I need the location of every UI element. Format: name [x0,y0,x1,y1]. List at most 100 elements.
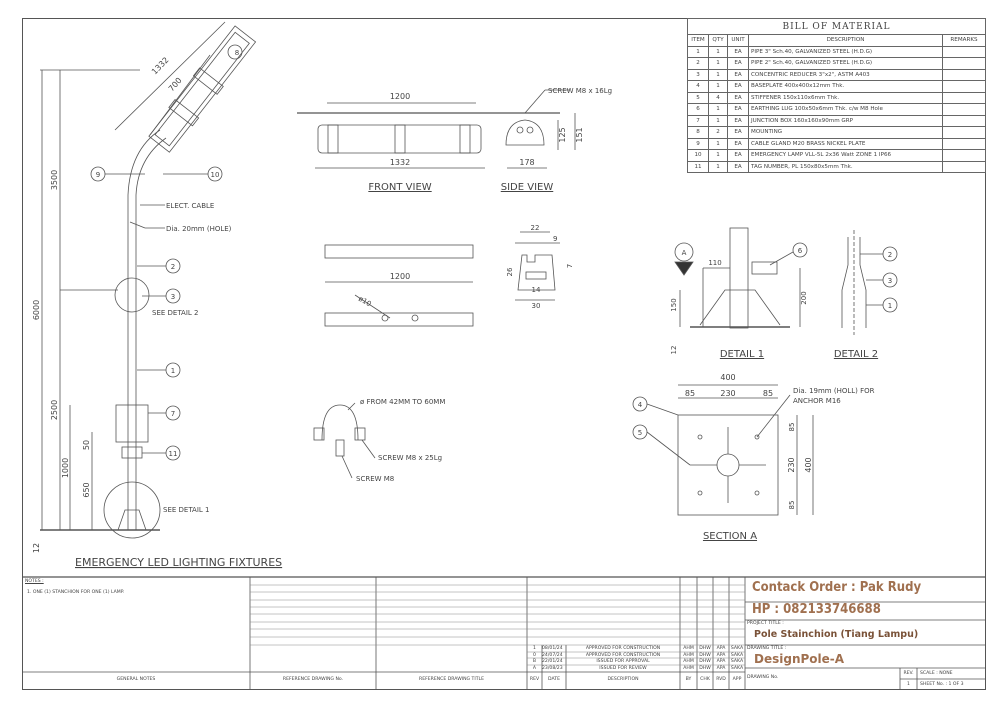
callout-9: 9 [96,171,100,179]
dim-1200-front: 1200 [390,92,410,101]
dim-125: 125 [558,127,567,142]
bom-qty: 1 [708,68,728,81]
see-detail-1: SEE DETAIL 1 [163,506,210,514]
dim-7: 7 [566,264,574,268]
bom-description: STIFFENER 150x110x6mm Thk. [748,91,943,104]
dim-150: 150 [670,298,678,311]
dim-26: 26 [506,267,514,276]
rev-desc: ISSUED FOR REVIEW [599,665,647,671]
rev-rvd: APA [716,659,726,665]
detail-1-title: DETAIL 1 [720,349,764,360]
rev-app: SAKA [730,665,744,671]
see-detail-2: SEE DETAIL 2 [152,309,199,317]
scale: SCALE : NONE [920,671,953,676]
side-view-title: SIDE VIEW [501,182,554,193]
section-marker-a: A [682,249,687,257]
detail-2-title: DETAIL 2 [834,349,878,360]
rev-rvd: APA [716,652,726,658]
project-title: Pole Stainchion (Tiang Lampu) [754,629,919,640]
bill-of-material-table: BILL OF MATERIAL ITEM QTY UNIT DESCRIPTI… [687,18,986,173]
by-header: BY [685,677,692,682]
rev-date: 08/01/24 [542,646,563,651]
bom-unit: EA [727,160,749,173]
cable-label: ELECT. CABLE [166,202,214,210]
bom-unit: EA [727,126,749,139]
dim-1332-front: 1332 [390,158,410,167]
bom-description: PIPE 2" Sch.40, GALVANIZED STEEL (H.D.G) [748,57,943,70]
dim-200: 200 [800,291,808,304]
notes-label: NOTES : [25,579,44,584]
clamp-range: ø FROM 42MM TO 60MM [360,398,445,406]
bom-description: EMERGENCY LAMP VLL-5L 2x36 Watt ZONE 1 I… [748,149,943,162]
contact-order: Contack Order : Pak Rudy [752,580,922,595]
main-title: EMERGENCY LED LIGHTING FIXTURES [75,556,282,569]
rail-hole-dim: ø10 [357,295,372,309]
rev-by: AHM [683,652,694,658]
bom-description: MOUNTING [748,126,943,139]
date-header: DATE [548,677,560,682]
drawing-title-label: DRAWING TITLE : [747,646,787,651]
bom-item: 5 [687,91,709,104]
bom-item: 7 [687,114,709,127]
clamp-screw-2: SCREW M8 [356,475,394,483]
bom-description: PIPE 3" Sch.40, GALVANIZED STEEL (H.D.G) [748,45,943,58]
dim-2500: 2500 [50,400,59,420]
bom-unit: EA [727,114,749,127]
rev-label: REV. [903,671,914,676]
bom-unit: EA [727,80,749,93]
bom-remarks [942,91,986,104]
bom-remarks [942,160,986,173]
dim-230-side: 230 [787,457,796,472]
dim-1000: 1000 [61,458,70,478]
bom-unit: EA [727,45,749,58]
rev-code: 1 [533,646,536,651]
dim-85-right: 85 [763,389,773,398]
rev-app: SAKA [730,659,744,665]
bom-remarks [942,126,986,139]
rev-app: SAKA [730,652,744,658]
rev-chk: DHW [699,665,711,671]
bom-remarks [942,137,986,150]
detail2-callout-1: 1 [888,302,892,310]
bom-title: BILL OF MATERIAL [687,18,986,35]
rev-desc: APPROVED FOR CONSTRUCTION [585,646,661,651]
anchor-note-1: Dia. 19mm (HOLL) FOR [793,387,875,395]
rev-by: AHM [683,665,694,671]
bom-description: CABLE GLAND M20 BRASS NICKEL PLATE [748,137,943,150]
callout-4: 4 [638,401,643,409]
dim-85-left: 85 [685,389,695,398]
section-a-title: SECTION A [703,531,757,542]
bom-description: JUNCTION BOX 160x160x90mm GRP [748,114,943,127]
bom-unit: EA [727,68,749,81]
side-view-screw: SCREW M8 x 16Lg [548,87,612,95]
rev-code: B [532,659,537,665]
bom-remarks [942,114,986,127]
contact-phone: HP : 082133746688 [752,602,881,617]
app-header: APP [732,677,742,682]
dim-22: 22 [531,224,540,232]
bom-item: 10 [687,149,709,162]
bom-header-row: ITEM QTY UNIT DESCRIPTION REMARKS [687,34,986,47]
bom-qty: 1 [708,114,728,127]
rev-header: REV [529,677,540,682]
sheet-number: SHEET No. : 1 OF 3 [920,682,964,687]
bom-description: EARTHING LUG 100x50x6mm Thk. c/w M8 Hole [748,103,943,116]
bom-header-item: ITEM [687,34,709,47]
drawing-no-label: DRAWING No. [747,675,779,680]
dim-85-side-bottom: 85 [788,501,796,510]
project-title-label: PROJECT TITLE : [747,621,784,626]
bom-item: 9 [687,137,709,150]
chk-header: CHK [700,677,710,682]
anchor-note-2: ANCHOR M16 [793,397,841,405]
dim-1200-rail: 1200 [390,272,410,281]
